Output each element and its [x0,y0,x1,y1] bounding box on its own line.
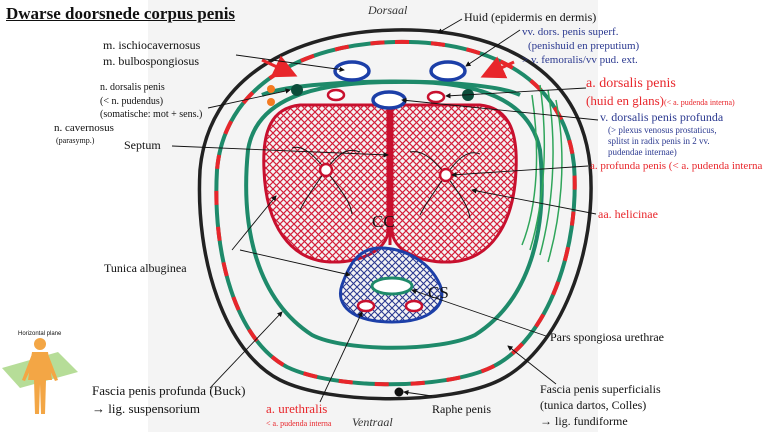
skin-outline [197,28,593,401]
a-urethralis-right [404,299,424,313]
a-profunda-left [318,162,334,178]
label-aa-helicinae: aa. helicinae [598,207,658,221]
a-profunda-right [438,167,454,183]
label-n-dorsalis-2: (< n. pudendus) [100,96,164,107]
label-a-dorsalis-2-sub: (< a. pudenda interna) [663,98,735,107]
label-a-urethralis-1: a. urethralis [266,401,328,416]
label-fascia-superficialis-2: (tunica dartos, Colles) [540,398,647,412]
label-huid: Huid (epidermis en dermis) [464,10,597,24]
label-fascia-superficialis-3: → lig. fundiforme [540,414,628,428]
leader-lines [171,18,599,403]
label-v-dors-prof-4: pudendae internae) [608,147,677,157]
muscle-arrow-left [261,55,298,78]
label-cc: CC [372,212,395,231]
label-a-urethralis-2: < a. pudenda interna [266,419,332,428]
dorsal-fascia-band [261,79,521,97]
label-n-dorsalis-3: (somatische: mot + sens.) [100,109,203,120]
label-v-dors-prof-1: v. dorsalis penis profunda [600,110,724,124]
label-tunica-albuginea: Tunica albuginea [104,261,187,275]
label-septum: Septum [124,138,161,152]
n-cavernosus-dot-1 [267,85,275,93]
a-dorsalis-left [326,88,346,102]
orientation-ventral: Ventraal [352,415,393,429]
a-urethralis-left [356,299,376,313]
label-fascia-buck-2: → lig. suspensorium [92,401,200,416]
label-v-dors-prof-3: splitst in radix penis in 2 vv. [608,136,710,146]
label-n-cavernosus-2: (parasymp.) [56,136,95,145]
n-cavernosus-dot-2 [267,98,275,106]
label-vv-dors-1: vv. dors. penis superf. [522,26,619,38]
a-dorsalis-right [426,90,446,104]
urethra [370,276,414,296]
raphe-dot [394,387,404,397]
label-a-dorsalis-2: (huid en glans)(< a. pudenda interna) [586,93,735,109]
label-n-dorsalis-1: n. dorsalis penis [100,82,165,93]
label-horizontal-plane: Horizontal plane [18,331,62,337]
v-dorsalis-profunda [371,90,407,110]
label-vv-dors-3: > v. femoralis/vv pud. ext. [522,54,638,66]
label-vv-dors-2: (penishuid en preputium) [528,40,640,52]
label-fascia-buck-1: Fascia penis profunda (Buck) [92,383,246,398]
orientation-dorsal: Dorsaal [368,3,408,17]
label-a-profunda: a. profunda penis (< a. pudenda interna [590,160,763,172]
v-dors-superf-left [333,60,371,82]
fascia-superficialis-vessels [214,39,577,387]
label-pars-spongiosa: Pars spongiosa urethrae [550,330,664,344]
label-fascia-superficialis-1: Fascia penis superficialis [540,382,661,396]
muscle-arrow-right [480,56,515,79]
horizontal-plane-figure [2,338,78,414]
n-dorsalis-left [291,84,303,96]
label-m-bulbospongiosus: m. bulbospongiosus [103,54,200,68]
label-v-dors-prof-2: (> plexus venosus prostaticus, [608,125,717,135]
label-raphe-penis: Raphe penis [432,402,491,416]
label-cs: CS [428,283,449,302]
v-dors-superf-right [429,60,467,82]
label-n-cavernosus-1: n. cavernosus [54,122,114,134]
label-a-dorsalis-2-main: (huid en glans) [586,93,664,108]
page-title: Dwarse doorsnede corpus penis [6,4,236,23]
label-a-dorsalis-1: a. dorsalis penis [586,76,676,91]
label-m-ischiocavernosus: m. ischiocavernosus [103,38,201,52]
